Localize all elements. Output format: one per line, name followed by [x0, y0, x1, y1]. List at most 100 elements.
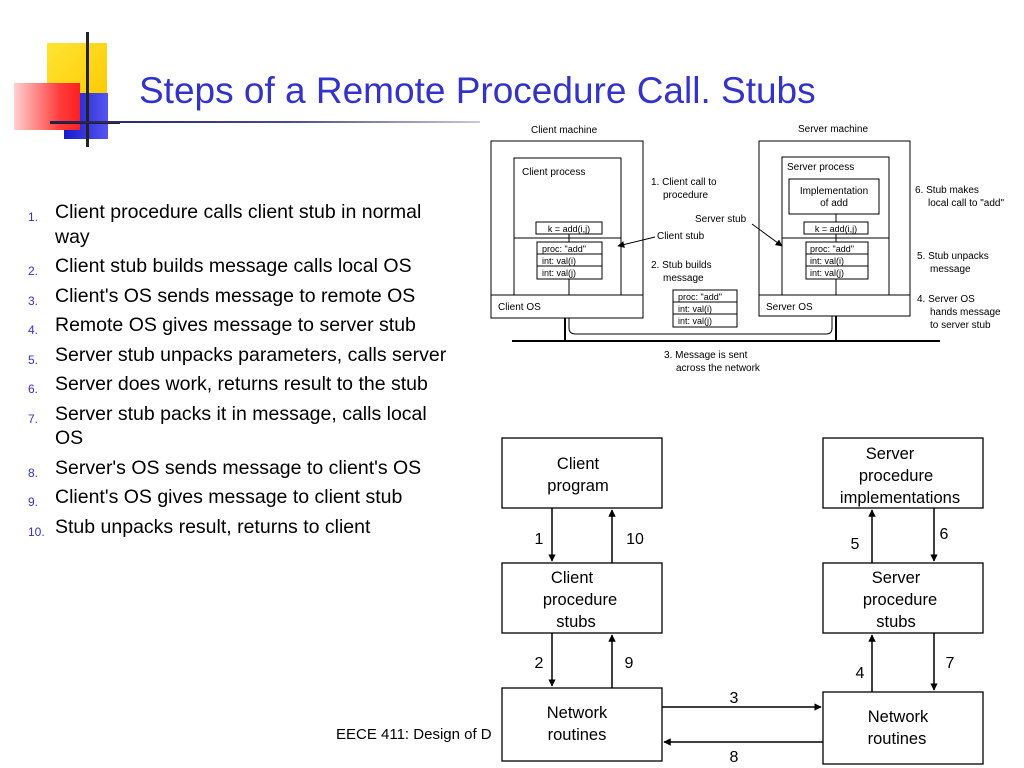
client-network-box — [501, 687, 663, 762]
arrow-9-label: 9 — [625, 655, 634, 672]
list-number: 5. — [28, 352, 39, 367]
list-text: Client's OS sends message to remote OS — [55, 284, 416, 307]
arrow-4-label: 4 — [856, 665, 865, 682]
server-impl-line2: procedure — [859, 467, 933, 485]
list-text: Client procedure calls client stub in no… — [55, 201, 422, 248]
annotation-3-line1: 3. Message is sent — [664, 350, 748, 361]
client-stubs-box — [501, 562, 663, 634]
implementation-box — [788, 178, 880, 215]
server-stub-label: Server stub — [695, 214, 747, 225]
list-item: 7. Server stub packs it in message, calls… — [28, 402, 448, 451]
client-stubs-line3: stubs — [556, 613, 595, 631]
server-impl-box — [822, 437, 984, 509]
client-msg-int-j: int: val(j) — [542, 268, 576, 278]
arrow-1-label: 1 — [535, 531, 544, 548]
server-stubs-box — [822, 562, 984, 634]
list-item: 3. Client's OS sends message to remote OS — [28, 284, 448, 309]
list-number: 2. — [28, 264, 39, 278]
annotation-5-line1: 5. Stub unpacks — [917, 251, 989, 262]
list-text: Server stub unpacks parameters, calls se… — [55, 343, 447, 366]
arrow-2-label: 2 — [535, 655, 544, 672]
annotation-2-line2: message — [663, 273, 704, 284]
client-msg-int-i: int: val(i) — [542, 256, 576, 266]
implementation-line2: of add — [820, 198, 848, 209]
rpc-flow-diagram: Client program Client procedure stubs Ne… — [501, 437, 984, 766]
network-msg-int-i: int: val(i) — [678, 304, 712, 314]
annotation-4-line3: to server stub — [930, 320, 991, 331]
list-text: Client's OS gives message to client stub — [55, 486, 403, 508]
list-text: Stub unpacks result, returns to client — [55, 515, 371, 538]
list-item: 4. Remote OS gives message to server stub — [28, 313, 448, 338]
list-number: 8. — [28, 465, 39, 480]
client-network-line2: routines — [548, 726, 607, 744]
annotation-4-line2: hands message — [930, 307, 1001, 318]
annotation-3-line2: across the network — [676, 363, 761, 374]
list-item: 2.Client stub builds message calls local… — [28, 254, 448, 279]
server-network-line2: routines — [868, 730, 927, 748]
annotation-6-line1: 6. Stub makes — [915, 185, 979, 196]
client-msg-proc: proc: "add" — [542, 244, 586, 254]
client-program-line2: program — [547, 477, 608, 495]
client-stubs-line1: Client — [551, 569, 594, 587]
server-stub-pointer — [751, 223, 783, 247]
server-impl-line3: implementations — [840, 489, 960, 507]
list-item: 6.Server does work, returns result to th… — [28, 372, 448, 397]
server-impl-line1: Server — [866, 445, 915, 463]
server-machine-box — [758, 140, 911, 317]
client-machine-box — [490, 140, 644, 319]
server-stubs-line2: procedure — [863, 591, 937, 609]
server-os-label: Server OS — [766, 302, 813, 313]
rpc-machines-diagram: Client machine Server machine Client pro… — [490, 124, 1004, 374]
annotation-1-line2: procedure — [663, 190, 708, 201]
list-number: 10. — [28, 524, 45, 539]
list-number: 3. — [28, 293, 39, 308]
annotation-1-line1: 1. Client call to — [651, 177, 717, 188]
implementation-line1: Implementation — [800, 186, 868, 197]
title-underline — [50, 121, 480, 123]
server-network-box — [822, 691, 984, 765]
server-stubs-line1: Server — [872, 569, 921, 587]
annotation-4-line1: 4. Server OS — [917, 294, 975, 305]
list-number: 1. — [28, 210, 39, 224]
client-os-label: Client OS — [498, 302, 541, 313]
list-text: Server does work, returns result to the … — [55, 373, 428, 395]
server-call-text: k = add(i,j) — [815, 224, 857, 234]
list-item: 9. Client's OS gives message to client st… — [28, 485, 448, 510]
list-number: 4. — [28, 323, 39, 337]
server-process-label: Server process — [787, 162, 854, 173]
list-item: 5. Server stub unpacks parameters, calls … — [28, 343, 448, 368]
slide-footer: EECE 411: Design of D — [336, 726, 492, 743]
list-item: 8. Server's OS sends message to client's … — [28, 456, 448, 481]
client-machine-label: Client machine — [531, 125, 598, 136]
list-text: Server stub packs it in message, calls l… — [55, 402, 427, 450]
server-msg-int-i: int: val(i) — [810, 256, 844, 266]
server-stubs-line3: stubs — [876, 613, 915, 631]
list-number: 7. — [28, 411, 39, 426]
client-process-box — [513, 157, 622, 296]
client-stub-pointer — [617, 236, 656, 248]
server-network-line1: Network — [868, 708, 929, 726]
network-message-table — [672, 289, 738, 328]
slide-title: Steps of a Remote Procedure Call. Stubs — [139, 70, 816, 111]
list-item: 10. Stub unpacks result, returns to clien… — [28, 515, 448, 540]
client-process-label: Client process — [522, 167, 585, 178]
list-number: 9. — [28, 495, 39, 509]
arrow-5-label: 5 — [851, 536, 860, 553]
message-path — [568, 316, 833, 335]
list-text: Server's OS sends message to client's OS — [55, 456, 422, 479]
client-program-line1: Client — [557, 455, 600, 473]
arrow-6-label: 6 — [940, 526, 949, 543]
client-stub-label: Client stub — [657, 231, 705, 242]
list-text: Remote OS gives message to server stub — [55, 314, 416, 336]
client-program-box — [501, 437, 663, 509]
network-msg-int-j: int: val(j) — [678, 316, 712, 326]
server-message-table — [805, 241, 869, 280]
server-msg-proc: proc: "add" — [810, 244, 854, 254]
annotation-5-line2: message — [930, 264, 971, 275]
arrow-7-label: 7 — [946, 655, 955, 672]
arrow-3-label: 3 — [730, 690, 739, 707]
client-network-line1: Network — [547, 704, 608, 722]
arrow-8-label: 8 — [730, 749, 739, 766]
list-item: 1. Client procedure calls client stub in … — [28, 200, 448, 249]
server-msg-int-j: int: val(j) — [810, 268, 844, 278]
